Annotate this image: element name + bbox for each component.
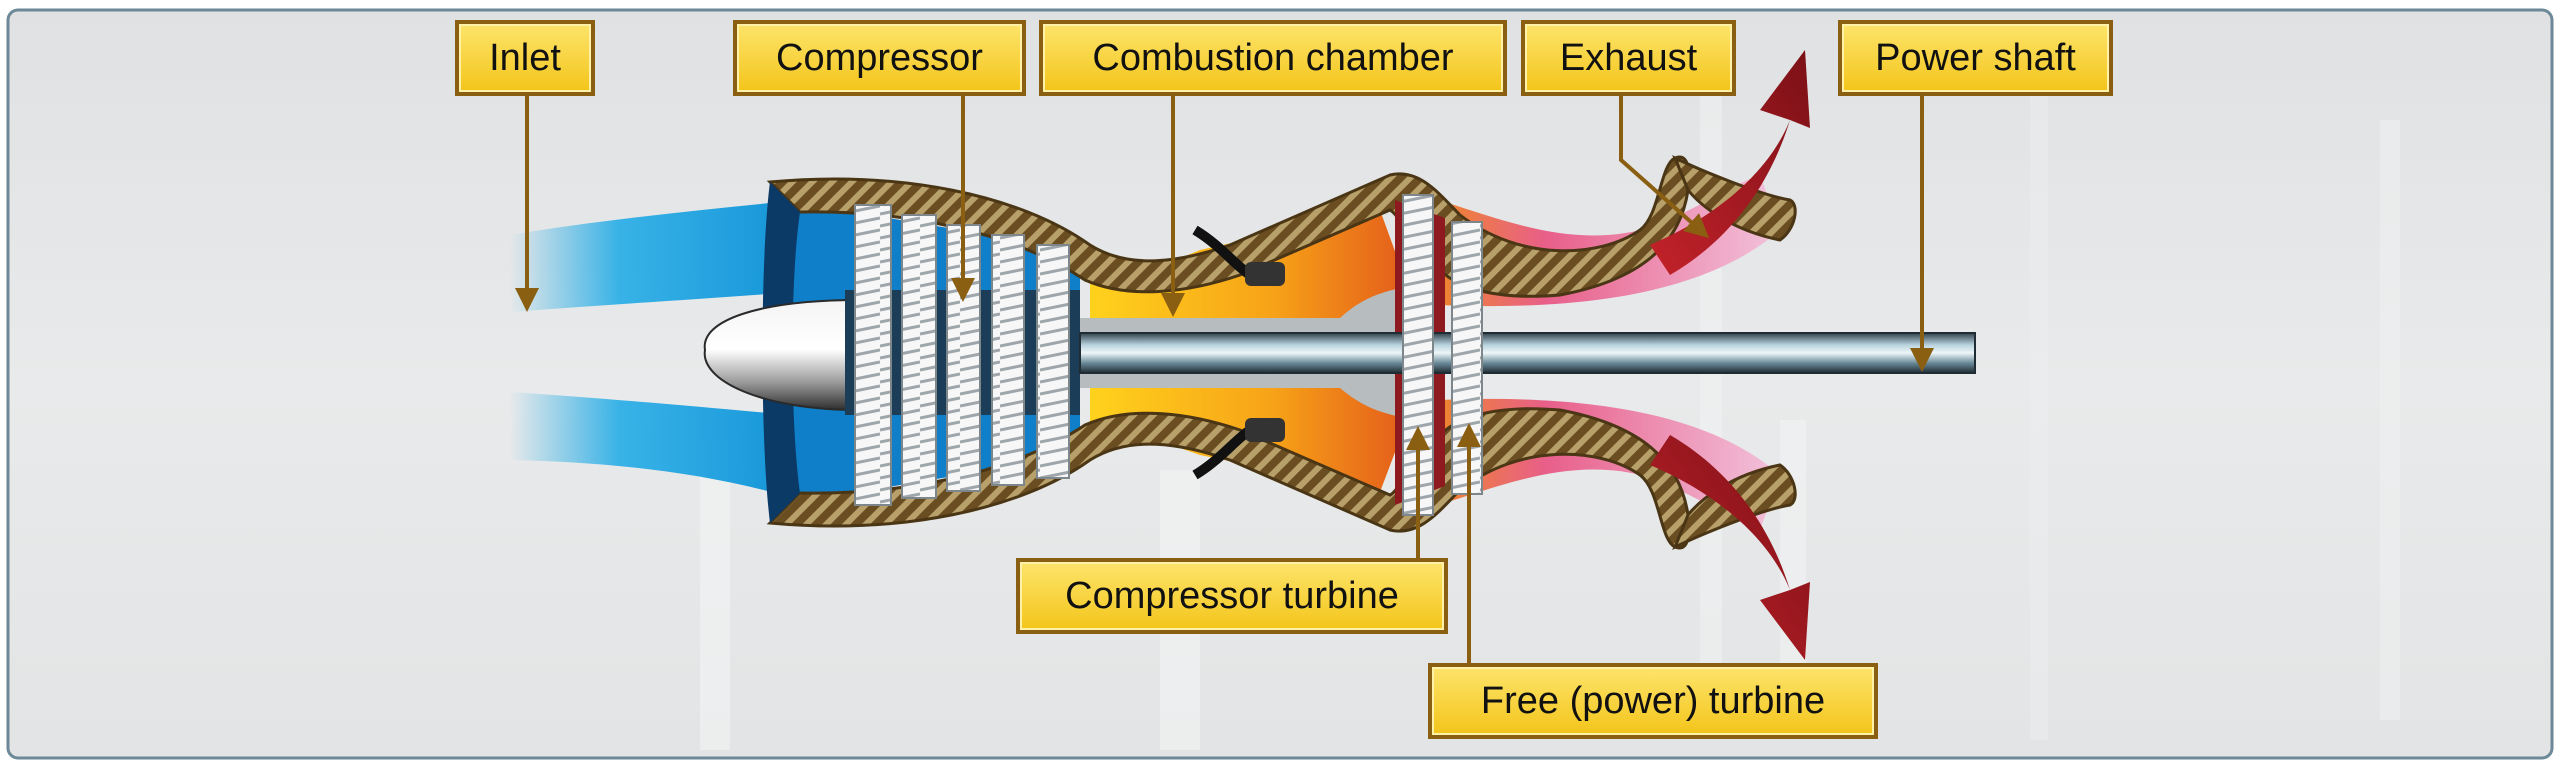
igniters — [1192, 225, 1285, 480]
power-shaft — [1079, 332, 1976, 374]
igniter-bottom — [1245, 418, 1285, 442]
compressor-stage-2 — [901, 214, 937, 499]
exhaust-arrow-top — [1650, 50, 1810, 275]
exhaust-arrow-bottom — [1650, 435, 1810, 660]
nose-cone — [703, 298, 861, 412]
label-inlet: Inlet — [455, 20, 595, 96]
label-exhaust: Exhaust — [1521, 20, 1736, 96]
label-free-power-turbine: Free (power) turbine — [1428, 663, 1878, 739]
compressor-stage-4 — [991, 234, 1025, 486]
leader-lines — [515, 96, 1934, 665]
inlet-airflow-bottom — [510, 392, 820, 500]
label-combustion-chamber: Combustion chamber — [1039, 20, 1507, 96]
leader-exhaust — [1619, 96, 1709, 238]
label-compressor-turbine: Compressor turbine — [1016, 558, 1448, 634]
compressor-stage-5 — [1036, 244, 1070, 479]
inlet-airflow-top — [510, 200, 820, 312]
label-power-shaft: Power shaft — [1838, 20, 2113, 96]
compressor-stage-1 — [854, 204, 892, 506]
igniter-top — [1245, 262, 1285, 286]
label-compressor: Compressor — [733, 20, 1026, 96]
